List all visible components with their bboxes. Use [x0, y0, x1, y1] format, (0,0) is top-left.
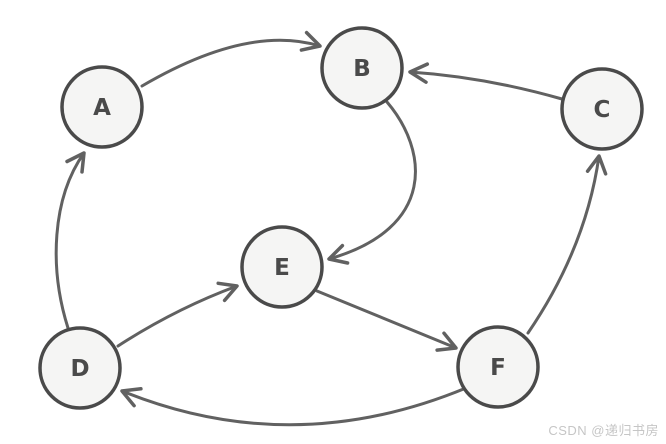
node-circle-B	[320, 26, 404, 110]
edge-D-E	[116, 284, 239, 348]
arrowhead-F-D	[120, 387, 143, 408]
arrowhead-B-E	[327, 243, 350, 265]
graph-node-D: D	[38, 326, 122, 410]
graph-node-F: F	[456, 325, 540, 409]
node-label-A: A	[93, 95, 111, 121]
arrowhead-E-F	[435, 331, 458, 352]
edge-B-E	[327, 100, 417, 261]
graph-node-B: B	[320, 26, 404, 110]
graph-node-C: C	[560, 67, 644, 151]
node-circle-D	[38, 326, 122, 410]
arrowhead-A-B	[299, 30, 322, 52]
edge-F-D	[120, 386, 468, 427]
arrowhead-D-A	[65, 151, 86, 174]
edge-A-B	[140, 38, 322, 88]
edge-E-F	[315, 289, 458, 350]
node-label-B: B	[353, 56, 371, 82]
node-circle-A	[60, 65, 144, 149]
edge-D-A	[54, 151, 86, 330]
node-circle-E	[240, 225, 324, 309]
graph-node-A: A	[60, 65, 144, 149]
arrowhead-C-B	[408, 62, 430, 84]
node-label-E: E	[274, 255, 290, 281]
arrowhead-F-C	[585, 154, 608, 176]
arrowhead-D-E	[216, 281, 239, 303]
node-circle-C	[560, 67, 644, 151]
edge-C-B	[408, 70, 564, 101]
edge-F-C	[526, 154, 601, 335]
node-label-F: F	[490, 355, 506, 381]
node-label-C: C	[594, 97, 611, 123]
node-label-D: D	[70, 356, 89, 382]
watermark: CSDN @递归书房	[548, 423, 659, 438]
graph-node-E: E	[240, 225, 324, 309]
node-circle-F	[456, 325, 540, 409]
